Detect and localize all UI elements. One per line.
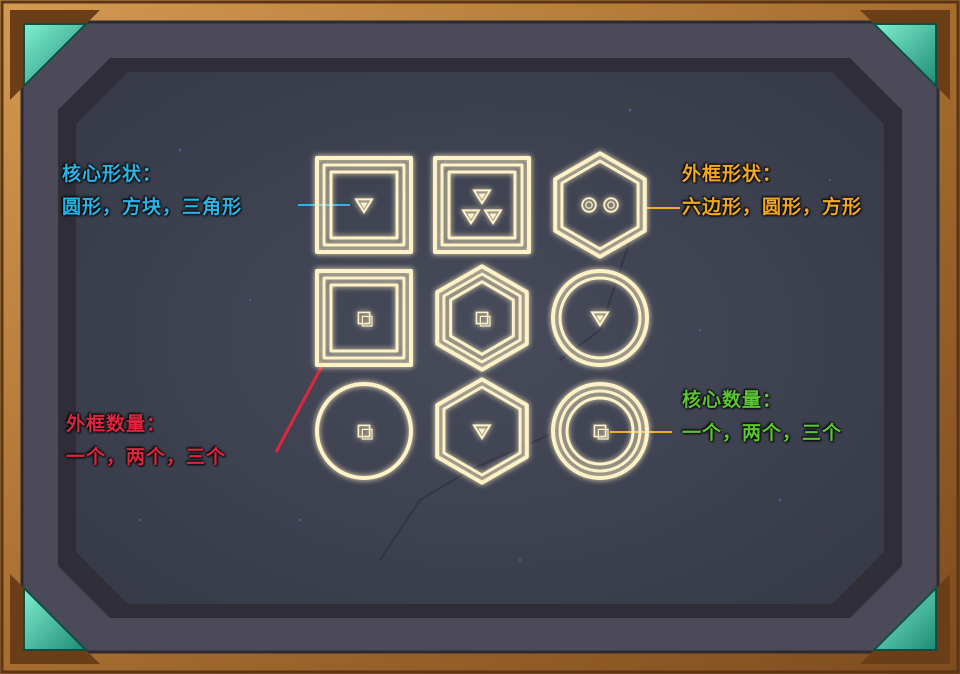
frame-circle-ring xyxy=(565,396,635,466)
background-sparkles xyxy=(138,108,832,562)
core-triangle-icon xyxy=(461,209,481,226)
corner-gem-bottom-right xyxy=(860,574,950,664)
frame-square-ring xyxy=(440,163,524,247)
frame-hexagon-ring xyxy=(442,385,522,477)
frame-circle-ring xyxy=(551,382,649,480)
core-square-icon xyxy=(357,311,373,327)
core-shape-label: 核心形状： 圆形，方块，三角形 xyxy=(62,158,242,224)
outer-count-values: 一个，两个，三个 xyxy=(66,446,227,468)
outer-shape-values: 六边形，圆形，方形 xyxy=(682,196,863,218)
tile-r2-c2[interactable] xyxy=(435,264,529,372)
frame-circle-ring xyxy=(551,269,649,367)
core-circle-icon xyxy=(581,197,597,213)
outer-count-label: 外框数量： 一个，两个，三个 xyxy=(66,408,226,474)
corner-gem-top-left xyxy=(10,10,100,100)
frame-circle-ring xyxy=(558,389,642,473)
corner-gem-bottom-left xyxy=(10,574,100,664)
core-triangle-icon xyxy=(472,189,492,206)
core-count-label: 核心数量： 一个，两个，三个 xyxy=(682,384,842,450)
frame-square-ring xyxy=(433,156,531,254)
tile-grid xyxy=(315,151,649,485)
core-square-icon xyxy=(475,311,491,327)
frame-circle-ring xyxy=(315,382,413,480)
core-square-icon xyxy=(357,424,373,440)
frame-square-ring xyxy=(447,170,517,240)
frame-hexagon-ring xyxy=(442,272,522,364)
outer-count-title: 外框数量： xyxy=(66,413,167,435)
tile-r1-c2[interactable] xyxy=(433,156,531,254)
connector-outer-count xyxy=(274,361,326,453)
tile-r3-c2[interactable] xyxy=(435,377,529,485)
tile-r1-c1[interactable] xyxy=(315,156,413,254)
core-triangle-icon xyxy=(590,311,610,328)
core-count-values: 一个，两个，三个 xyxy=(682,422,843,444)
core-shape-title: 核心形状： xyxy=(62,163,163,185)
tile-r3-c1[interactable] xyxy=(315,382,413,480)
corner-gem-top-right xyxy=(860,10,950,100)
frame-hexagon-ring xyxy=(435,264,529,372)
inner-panel xyxy=(76,72,884,604)
core-square-icon xyxy=(593,424,609,440)
core-triangle-icon xyxy=(472,424,492,441)
core-circle-icon xyxy=(603,197,619,213)
frame-square-ring xyxy=(315,156,413,254)
frame-hexagon-ring xyxy=(553,151,647,259)
frame-square-ring xyxy=(315,269,413,367)
tile-r2-c1[interactable] xyxy=(315,269,413,367)
core-shape-values: 圆形，方块，三角形 xyxy=(62,196,243,218)
core-triangle-icon xyxy=(354,198,374,215)
core-triangle-icon xyxy=(483,209,503,226)
frame-hexagon-ring xyxy=(449,280,515,356)
outer-shape-title: 外框形状： xyxy=(682,163,783,185)
tile-r3-c3[interactable] xyxy=(551,382,649,480)
frame-hexagon-ring xyxy=(560,159,640,251)
frame-square-ring xyxy=(329,170,399,240)
outer-shape-label: 外框形状： 六边形，圆形，方形 xyxy=(682,158,862,224)
frame-hexagon-ring xyxy=(435,377,529,485)
tile-r1-c3[interactable] xyxy=(553,151,647,259)
frame-square-ring xyxy=(322,276,406,360)
frame-circle-ring xyxy=(558,276,642,360)
core-count-title: 核心数量： xyxy=(682,389,783,411)
frame-square-ring xyxy=(322,163,406,247)
tile-r2-c3[interactable] xyxy=(551,269,649,367)
frame-square-ring xyxy=(329,283,399,353)
